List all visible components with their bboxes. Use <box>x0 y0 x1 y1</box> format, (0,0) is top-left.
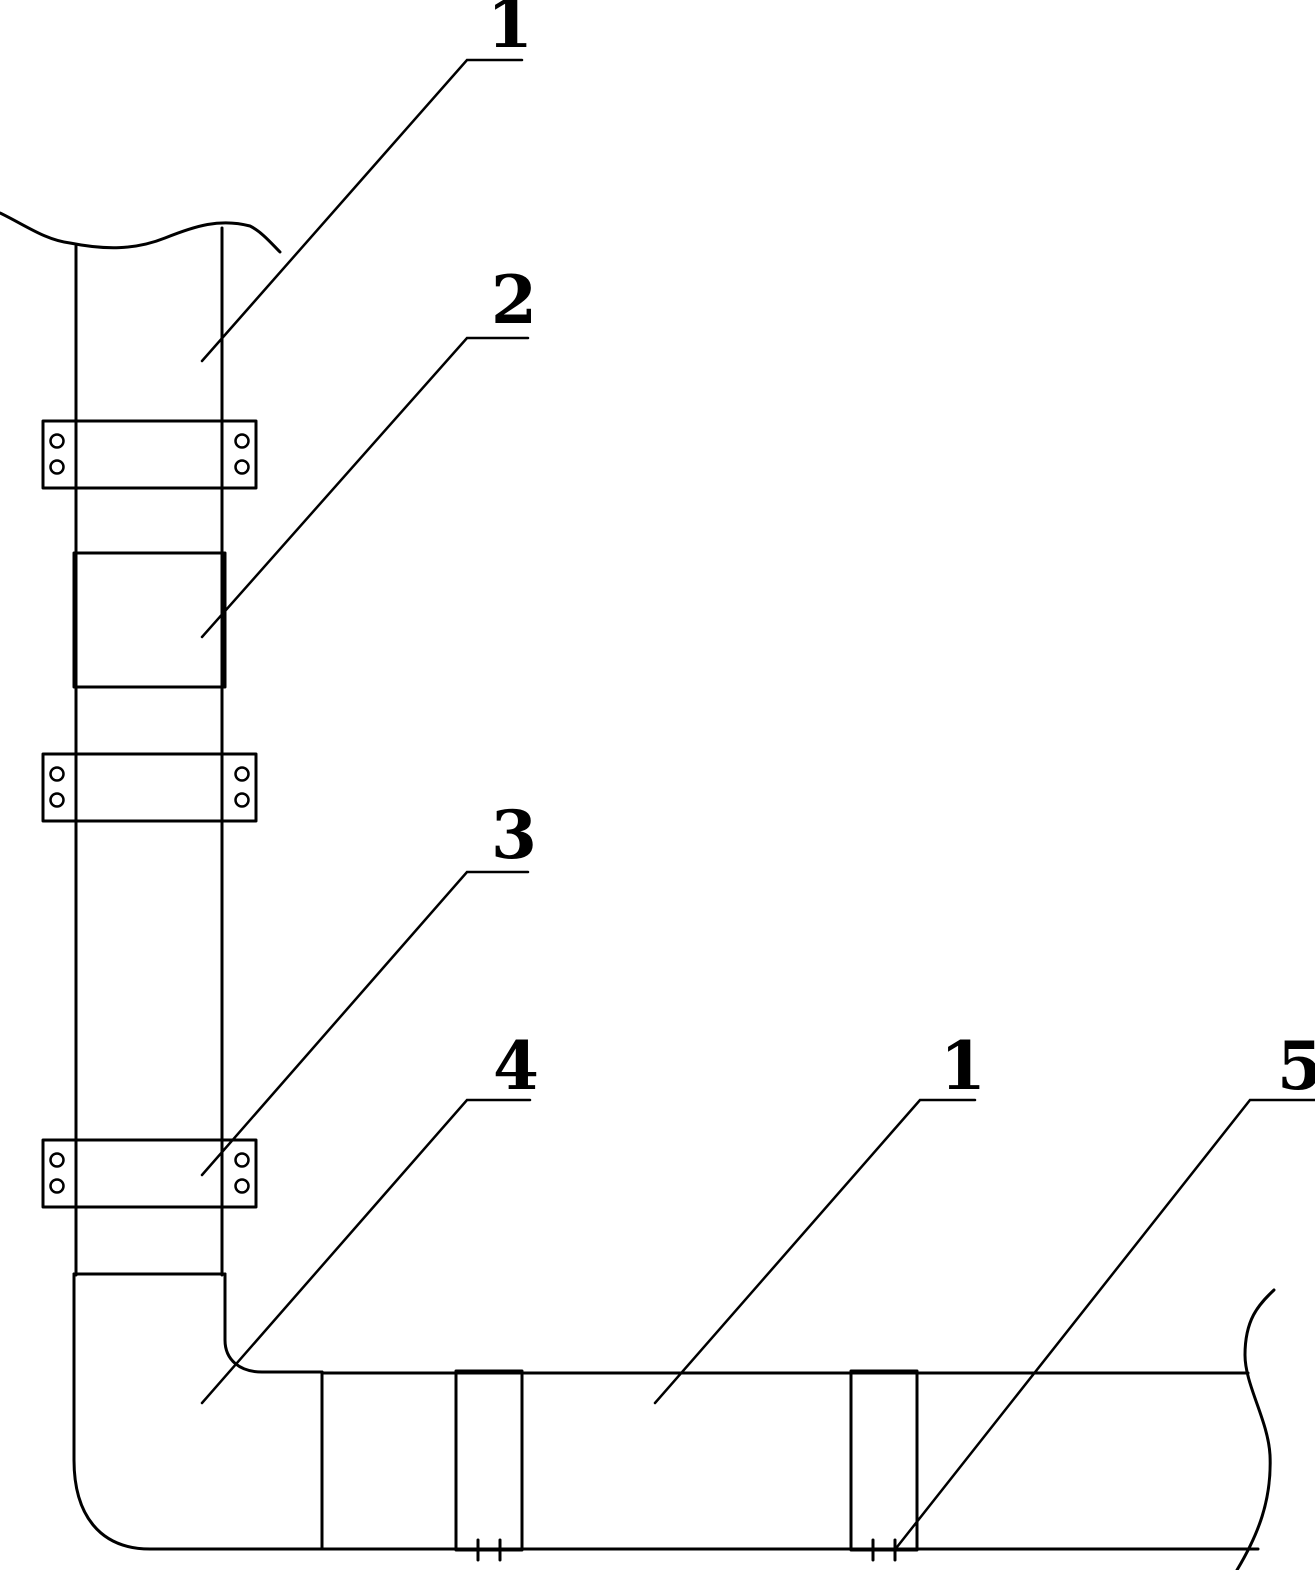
clamp-band <box>454 1369 524 1552</box>
clamp-band <box>849 1369 919 1552</box>
bolt-hole <box>234 766 250 782</box>
clamp-middle <box>41 752 258 823</box>
bolt-hole <box>234 1178 250 1194</box>
clamp-band <box>41 1138 258 1209</box>
horizontal-pipe <box>320 1288 1276 1570</box>
elbow-outer-curve <box>72 1272 324 1551</box>
bolt-hole <box>49 766 65 782</box>
bolt-hole <box>49 792 65 808</box>
callout-label-sleeve: 2 <box>491 261 537 339</box>
vertical-pipe <box>0 211 282 1277</box>
pipe-break-line-right <box>1235 1288 1276 1570</box>
leader-line-2 <box>200 336 530 639</box>
bolt-hole <box>234 1152 250 1168</box>
leader-line-5 <box>895 1098 1315 1549</box>
clamp-upper <box>41 419 258 490</box>
leader-line-1-top <box>200 58 524 363</box>
bolt-hole <box>49 1178 65 1194</box>
bolt-hole <box>234 459 250 475</box>
pipe-break-line-top <box>0 211 282 254</box>
bolt-hole <box>49 459 65 475</box>
bolt-hole <box>234 792 250 808</box>
horizontal-clamp-right <box>849 1369 919 1562</box>
callout-label-pipe-vertical: 1 <box>487 0 533 63</box>
elbow <box>72 1272 324 1551</box>
bolt-hole <box>49 1152 65 1168</box>
bolt-hole <box>49 433 65 449</box>
sleeve <box>72 551 227 689</box>
clamp-band <box>41 419 258 490</box>
leader-lines <box>200 58 1315 1549</box>
callout-label-elbow: 4 <box>493 1027 539 1105</box>
bolt-hole <box>234 433 250 449</box>
clamp-band <box>41 752 258 823</box>
callout-label-bolt: 5 <box>1277 1027 1315 1105</box>
callout-label-pipe-horizontal: 1 <box>940 1027 986 1105</box>
horizontal-clamp-left <box>454 1369 524 1562</box>
leader-line-1-bottom <box>653 1098 977 1405</box>
leader-line-3 <box>200 870 530 1177</box>
leader-line-4 <box>200 1098 532 1405</box>
callout-labels: 1 2 3 4 1 5 <box>487 0 1315 1105</box>
callout-label-clamp: 3 <box>491 796 537 874</box>
